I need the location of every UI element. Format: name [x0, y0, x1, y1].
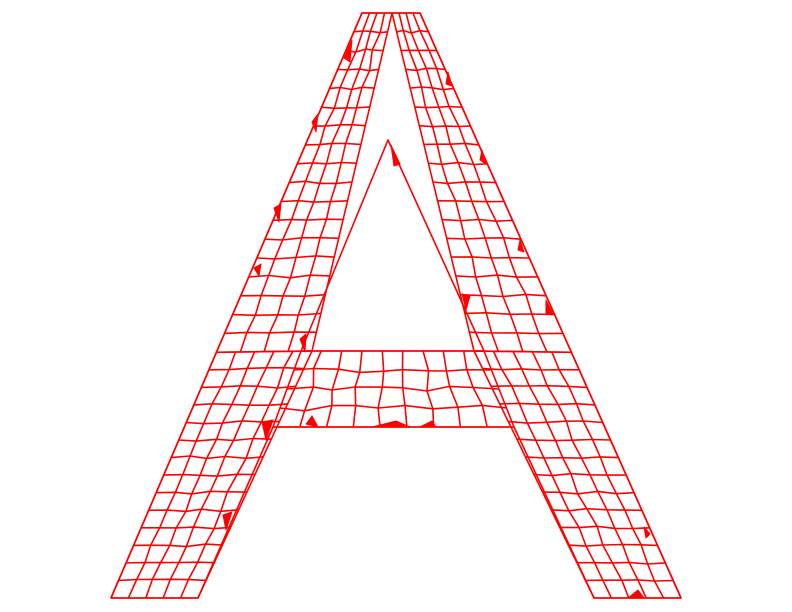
right-leg-lower-line	[473, 350, 572, 354]
left-leg-upper-line	[337, 68, 379, 72]
right-leg-lower-line	[551, 351, 665, 599]
crossbar-line	[401, 350, 408, 428]
right-leg-lower-line	[585, 579, 674, 582]
left-leg-upper-line	[311, 12, 393, 352]
crossbar-line	[272, 350, 302, 428]
left-leg-upper-line	[305, 142, 361, 146]
left-leg-upper-line	[272, 218, 344, 222]
right-leg-upper-line	[412, 12, 548, 353]
right-leg-upper-line	[455, 274, 538, 278]
crossbar-line	[325, 350, 343, 428]
mesh-defect-mark	[545, 299, 554, 315]
right-leg-lower-line	[492, 350, 613, 599]
left-leg-lower-line	[133, 543, 223, 548]
left-leg-lower-line	[127, 351, 237, 599]
left-leg-lower-line	[145, 351, 256, 599]
right-leg-lower-line	[559, 525, 650, 530]
right-leg-upper-line	[396, 29, 429, 34]
mesh-defect-mark	[461, 293, 471, 311]
left-leg-lower-line	[193, 403, 288, 406]
left-leg-lower-line	[197, 350, 313, 599]
crossbar-line	[442, 350, 462, 428]
right-leg-lower-line	[499, 402, 595, 406]
mesh-lines	[110, 12, 682, 599]
crossbar-line	[286, 385, 500, 392]
left-leg-lower-line	[126, 561, 215, 564]
left-leg-lower-line	[118, 578, 207, 582]
mesh-defect-mark	[253, 263, 262, 277]
right-leg-upper-line	[391, 12, 475, 352]
mesh-defect-mark	[643, 526, 651, 539]
right-leg-lower-line	[551, 507, 642, 512]
right-leg-lower-line	[576, 561, 666, 565]
crossbar-line	[299, 350, 323, 428]
crossbar-line	[279, 404, 507, 412]
right-leg-lower-line	[508, 420, 603, 424]
right-leg-upper-line	[446, 237, 521, 240]
outer-boundary	[110, 12, 682, 599]
letter-outline	[110, 12, 682, 599]
right-leg-upper-line	[442, 218, 513, 222]
right-leg-lower-line	[531, 351, 647, 599]
mesh-defect-mark	[343, 39, 353, 63]
left-leg-upper-line	[263, 12, 378, 352]
right-leg-upper-line	[405, 67, 446, 72]
mesh-defect-mark	[371, 420, 411, 428]
left-leg-lower-line	[156, 490, 247, 495]
right-leg-upper-line	[432, 181, 496, 185]
left-leg-lower-line	[178, 437, 272, 442]
crossbar-line	[377, 350, 385, 428]
left-leg-lower-line	[208, 366, 304, 371]
inner-triangle-boundary	[300, 139, 485, 352]
left-leg-lower-line	[216, 350, 313, 354]
right-leg-lower-line	[491, 384, 588, 389]
left-leg-lower-line	[148, 508, 239, 513]
crossbar-line	[293, 367, 492, 374]
right-leg-upper-line	[423, 142, 479, 146]
crossbar-line	[352, 350, 363, 428]
right-leg-lower-line	[525, 456, 619, 459]
right-leg-upper-line	[398, 12, 500, 352]
crossbar-line	[483, 350, 515, 428]
left-leg-lower-line	[141, 526, 231, 530]
crossbar-line	[462, 350, 488, 428]
right-leg-upper-line	[405, 12, 524, 352]
mesh-defect-marks	[222, 39, 651, 599]
right-leg-lower-line	[516, 438, 611, 442]
left-leg-lower-line	[179, 350, 294, 599]
left-leg-lower-line	[201, 385, 296, 389]
crossbar-line	[422, 350, 435, 428]
mesh-defect-mark	[517, 239, 525, 253]
mesh-defect-mark	[273, 203, 282, 223]
right-leg-lower-line	[568, 543, 658, 547]
right-leg-lower-line	[512, 351, 630, 599]
left-leg-lower-line	[163, 473, 256, 477]
left-leg-upper-line	[287, 12, 386, 352]
right-leg-lower-line	[542, 490, 635, 495]
mesh-defect-mark	[222, 511, 233, 531]
mesh-defect-mark	[261, 419, 274, 441]
right-leg-lower-line	[482, 367, 580, 371]
mesh-defect-mark	[627, 589, 645, 599]
left-leg-upper-line	[239, 12, 371, 353]
left-leg-lower-line	[162, 351, 275, 599]
mesh-defect-mark	[305, 415, 319, 428]
right-leg-lower-line	[533, 472, 627, 477]
left-leg-lower-line	[171, 455, 264, 460]
left-leg-upper-line	[248, 274, 330, 279]
left-leg-upper-line	[232, 312, 321, 317]
